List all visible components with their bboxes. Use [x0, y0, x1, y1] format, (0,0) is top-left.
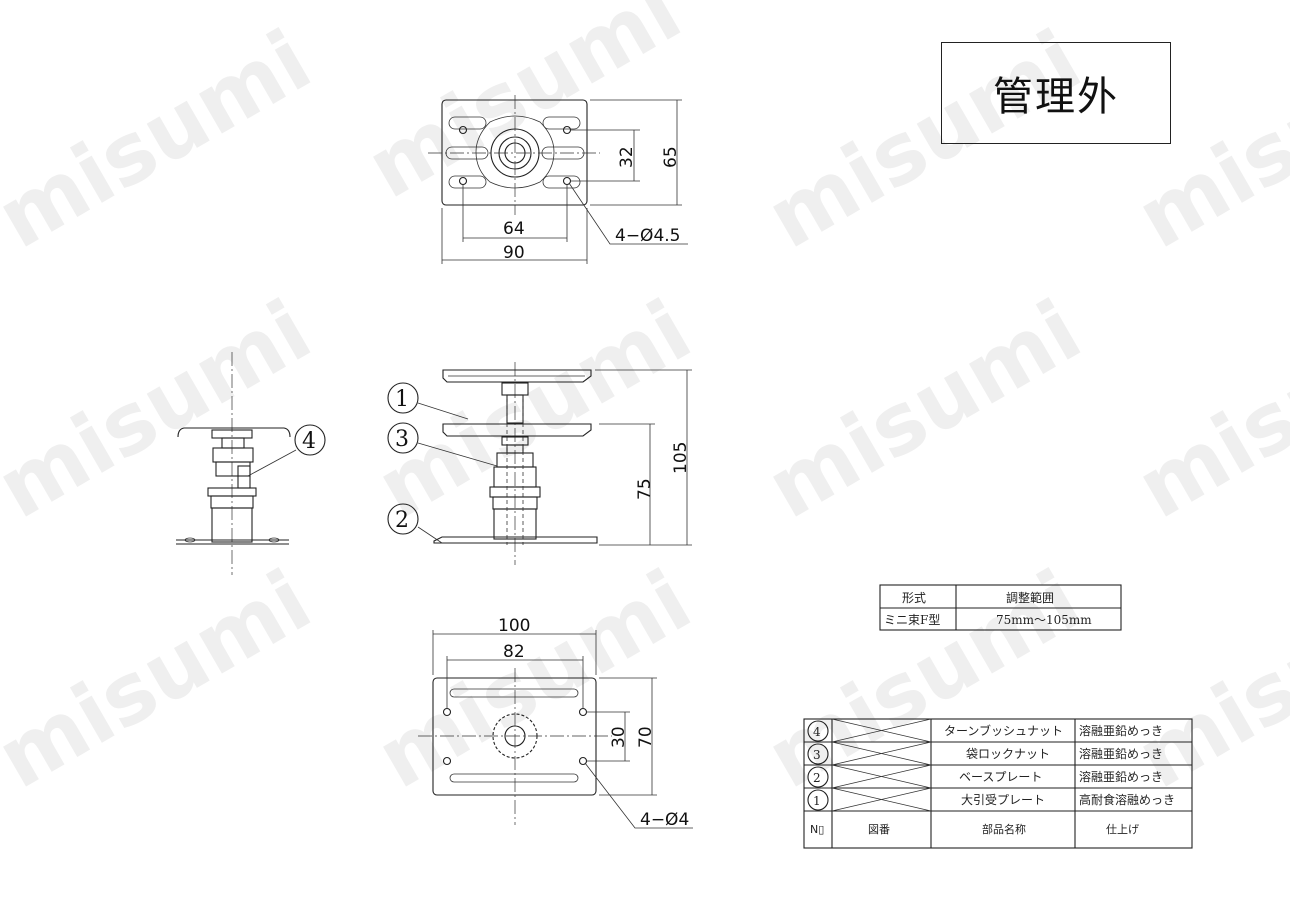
dim-70: 70 — [636, 726, 656, 748]
upper-plate-retracted — [442, 423, 592, 437]
part-finish: 高耐食溶融めっき — [1079, 792, 1175, 807]
base-hole — [268, 537, 280, 543]
dim-32: 32 — [617, 146, 637, 168]
slot — [448, 116, 487, 130]
watermark-text: misumi — [0, 281, 327, 537]
slot — [445, 146, 489, 160]
leader-line — [247, 449, 297, 477]
balloon-3-label: 3 — [395, 427, 409, 452]
header-no: N▯ — [810, 823, 824, 836]
bolt-head — [221, 437, 245, 449]
row-number: 3 — [813, 748, 821, 762]
range-cell-range: 75mm〜105mm — [996, 613, 1092, 627]
front-view: 75 105 1 3 2 — [387, 362, 692, 565]
dim-90: 90 — [503, 243, 525, 263]
header-finish: 仕上げ — [1106, 823, 1139, 836]
leader-line — [417, 442, 498, 467]
range-table: 形式 調整範囲 ミニ束F型 75mm〜105mm — [879, 584, 1122, 631]
nut-body — [215, 461, 251, 477]
dim-100: 100 — [498, 616, 530, 636]
mount-hole — [562, 125, 572, 135]
watermark-text: misumi — [1121, 551, 1290, 807]
slot — [542, 175, 581, 189]
part-finish: 溶融亜鉛めっき — [1079, 746, 1163, 761]
row-number: 1 — [813, 794, 821, 808]
part-name: 袋ロックナット — [966, 747, 1050, 761]
side-view: 4 — [176, 352, 326, 575]
dim-30: 30 — [609, 726, 629, 748]
leader-line — [417, 526, 443, 544]
balloon-4 — [294, 424, 326, 456]
row-number-circle — [807, 789, 829, 811]
balloon-2-label: 2 — [395, 508, 409, 533]
watermark-text: misumi — [1121, 281, 1290, 537]
dim-64: 64 — [503, 219, 525, 239]
slot — [541, 146, 585, 160]
nut-tab — [237, 465, 251, 489]
range-header-type: 形式 — [902, 591, 926, 605]
watermark-text: misumi — [0, 551, 327, 807]
header-name: 部品名称 — [982, 822, 1026, 836]
leader-line — [417, 402, 469, 420]
part-finish: 溶融亜鉛めっき — [1079, 723, 1163, 738]
balloon-1-label: 1 — [395, 387, 409, 412]
row-number-circle — [807, 720, 829, 742]
base-plate-outline — [432, 677, 597, 796]
slot — [448, 175, 487, 189]
empty-cell-cross — [831, 718, 932, 812]
parts-table-frame — [803, 718, 1193, 849]
balloon-1 — [387, 382, 419, 414]
balloon-3 — [387, 422, 419, 454]
leader-line — [568, 182, 688, 245]
part-name: 大引受プレート — [961, 793, 1045, 807]
mount-hole — [458, 176, 468, 186]
header-drawing: 図番 — [868, 823, 890, 836]
row-number-circle — [807, 766, 829, 788]
base-slot — [449, 773, 579, 783]
slot — [542, 116, 581, 130]
watermark-text: misumi — [351, 0, 697, 217]
mount-hole — [458, 125, 468, 135]
sleeve — [211, 507, 253, 543]
base-hole — [184, 537, 196, 543]
watermark-text: misumi — [751, 281, 1097, 537]
parts-table: 4 ターンブッシュナット 溶融亜鉛めっき 3 袋ロックナット 溶融亜鉛めっき 2… — [803, 718, 1193, 849]
dim-82: 82 — [503, 642, 525, 662]
stamp-text: 管理外 — [993, 74, 1119, 120]
base-hole — [442, 707, 452, 717]
row-number: 2 — [813, 771, 821, 785]
dim-65: 65 — [661, 146, 681, 168]
bottom-view: 100 82 30 70 4−Ø4 — [418, 616, 693, 830]
top-view: 64 90 32 65 4−Ø4.5 — [428, 95, 688, 264]
watermark-text: misumi — [361, 551, 707, 807]
watermark-text: misumi — [751, 551, 1097, 807]
base-hole — [442, 756, 452, 766]
stamp-box: 管理外 — [941, 42, 1171, 144]
part-name: ターンブッシュナット — [944, 723, 1063, 738]
row-number-circle — [807, 743, 829, 765]
boss-outline — [475, 115, 555, 189]
base-hole — [578, 707, 588, 717]
leader-line — [584, 762, 693, 829]
dim-105: 105 — [671, 442, 691, 474]
row-number: 4 — [813, 725, 821, 739]
upper-plate-extended — [442, 369, 592, 383]
part-name: ベースプレート — [959, 770, 1042, 784]
balloon-2 — [387, 503, 419, 535]
balloon-4-label: 4 — [302, 429, 316, 454]
hole-note-top: 4−Ø4.5 — [615, 226, 680, 246]
range-header-range: 調整範囲 — [1006, 590, 1054, 605]
top-plate-outline — [441, 99, 588, 206]
sleeve — [493, 508, 537, 540]
dim-75: 75 — [635, 478, 655, 500]
hole-note-bottom: 4−Ø4 — [640, 810, 689, 830]
part-finish: 溶融亜鉛めっき — [1079, 769, 1163, 784]
base-plate — [433, 536, 598, 544]
range-cell-type: ミニ束F型 — [884, 613, 940, 627]
base-slot — [449, 688, 579, 698]
turn-nut — [212, 447, 254, 463]
watermark-text: misumi — [0, 11, 327, 267]
